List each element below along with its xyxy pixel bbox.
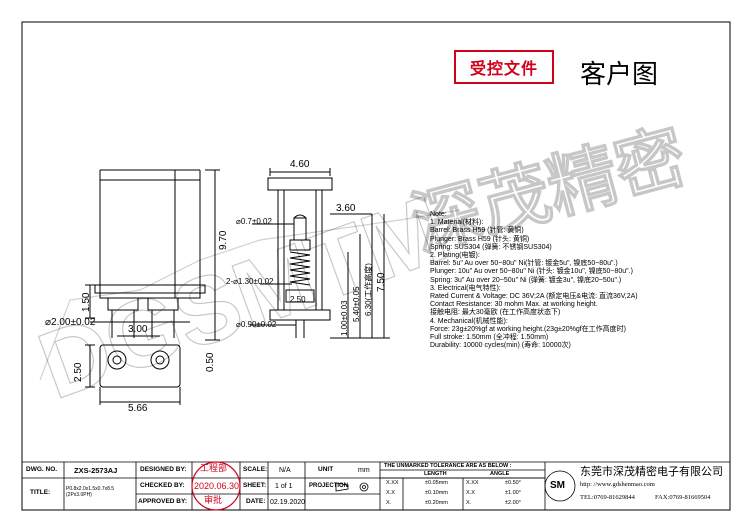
dim-height-lower: 1.50	[81, 292, 92, 312]
date: 02.19.2020	[270, 499, 306, 506]
dim-dia-holes: 2-⌀1.30±0.02	[226, 277, 274, 286]
note-line: Barrel: 5u" Au over 50~80u" Ni(针管: 镀金5u"…	[430, 260, 618, 268]
note-line: 3. Electrical(电气特性):	[430, 284, 501, 292]
unit-label: UNIT	[318, 466, 334, 473]
dim-dia-pin: ⌀0.90±0.02	[236, 320, 277, 329]
scale: N/A	[279, 467, 291, 474]
note-line: 4. Mechanical(机械性能):	[430, 317, 508, 325]
tol-angle: ±2.00°	[505, 500, 521, 506]
note-line: Plunger: Brass H59 (针头: 黄铜)	[430, 235, 530, 243]
note-line: 接触电阻: 最大30毫欧 (在工作高度状态下)	[430, 309, 561, 317]
scale-label: SCALE:	[243, 466, 268, 473]
tol-key: X.XX	[386, 480, 399, 486]
dwg-no: ZXS-2573AJ	[74, 466, 118, 475]
note-line: 1. Material(材料):	[430, 219, 484, 227]
company-website: http: //www.gdshenmao.com	[580, 481, 655, 488]
approval-stamp	[191, 461, 241, 511]
tol-angle-key: X.XX	[466, 480, 479, 486]
approved-by: 审批	[204, 496, 223, 506]
sheet-label: SHEET:	[243, 482, 267, 489]
tol-key: X.X	[386, 490, 395, 496]
dim-height-total: 9.70	[218, 230, 229, 250]
note-line: Plunger: 10u" Au over 50~80u" Ni (针头: 镀金…	[430, 268, 633, 276]
tol-angle-key: X.X	[466, 490, 475, 496]
dwg-no-label: DWG. NO.	[26, 466, 58, 473]
controlled-document-stamp: 受控文件	[454, 50, 554, 84]
watermark-logo	[39, 209, 461, 381]
date-label: DATE:	[246, 498, 266, 505]
note-line: Barrel: Brass H59 (针管: 黄铜)	[430, 227, 524, 235]
spec-notes: Note: 1. Material(材料): Barrel: Brass H59…	[430, 211, 730, 350]
note-line: Rated Current & Voltage: DC 36V;2A (额定电压…	[430, 293, 638, 301]
dim-pitch: 3.00	[128, 324, 148, 335]
dim-depth: 2.50	[73, 362, 84, 382]
dim-offset: 0.50	[205, 352, 216, 372]
title-value: P0.8x2.0x1.5x0.7x8.5 (2Px3.0PH)	[66, 486, 115, 498]
dim-inner-width: 2.50	[290, 295, 306, 304]
tol-length: ±0.10mm	[425, 490, 448, 496]
note-line: Contact Resistance: 30 mohm Max. at work…	[430, 301, 598, 309]
note-line: Full stroke: 1.50mm (全冲程: 1.50mm)	[430, 334, 549, 342]
note-line: 2. Plating(电镀):	[430, 252, 480, 260]
dim-h4: 7.50	[376, 272, 387, 292]
designed-by-label: DESIGNED BY:	[140, 466, 187, 473]
checked-by-label: CHECKED BY:	[140, 482, 185, 489]
tol-angle-key: X.	[466, 500, 472, 506]
dim-dia-base: ⌀2.00±0.02	[45, 317, 96, 328]
tol-angle: ±1.00°	[505, 490, 521, 496]
note-line: Force: 23g±20%gf at working height.(23g±…	[430, 325, 626, 333]
note-line: Durability: 10000 cycles(min) (寿命: 10000…	[430, 342, 571, 350]
note-line: Note:	[430, 211, 447, 218]
dim-plunger-width: 3.60	[336, 203, 356, 214]
company-name: 东莞市深茂精密电子有限公司	[580, 465, 723, 478]
sheet: 1 of 1	[275, 483, 293, 490]
dim-width: 5.66	[128, 403, 148, 414]
projection-label: PROJECTION	[309, 483, 349, 489]
company-fax: FAX:0769-81669504	[655, 494, 711, 501]
tol-key: X.	[386, 500, 392, 506]
drawing-title: 客户图	[580, 60, 659, 90]
company-logo: SM	[550, 480, 565, 491]
angle-label: ANGLE	[490, 471, 510, 477]
note-line: Spring: SUS304 (弹簧: 不锈钢SUS304)	[430, 243, 552, 251]
checked-by: 2020.06.30	[194, 481, 240, 491]
dim-h3: 6.30(工作高度)	[364, 263, 373, 316]
tol-length: ±0.20mm	[425, 500, 448, 506]
dim-h1: 1.00±0.03	[340, 300, 349, 336]
designed-by: 工程部	[200, 464, 228, 474]
tol-length: ±0.05mm	[425, 480, 448, 486]
tolerance-header: THE UNMARKED TOLERANCE ARE AS BELOW :	[384, 463, 512, 469]
length-label: LENGTH	[424, 471, 447, 477]
note-line: Spring: 3u" Au over 20~50u" Ni (弹簧: 镀金3u…	[430, 276, 622, 284]
dim-dia-tip: ⌀0.7±0.02	[236, 217, 272, 226]
company-tel: TEL:0769-81629844	[580, 494, 635, 501]
approved-by-label: APPROVED BY:	[138, 498, 187, 505]
tol-angle: ±0.50°	[505, 480, 521, 486]
title-label: TITLE:	[30, 489, 51, 496]
dim-top-width: 4.60	[290, 159, 310, 170]
unit: mm	[358, 467, 370, 474]
dim-h2: 5.40±0.05	[352, 286, 361, 322]
